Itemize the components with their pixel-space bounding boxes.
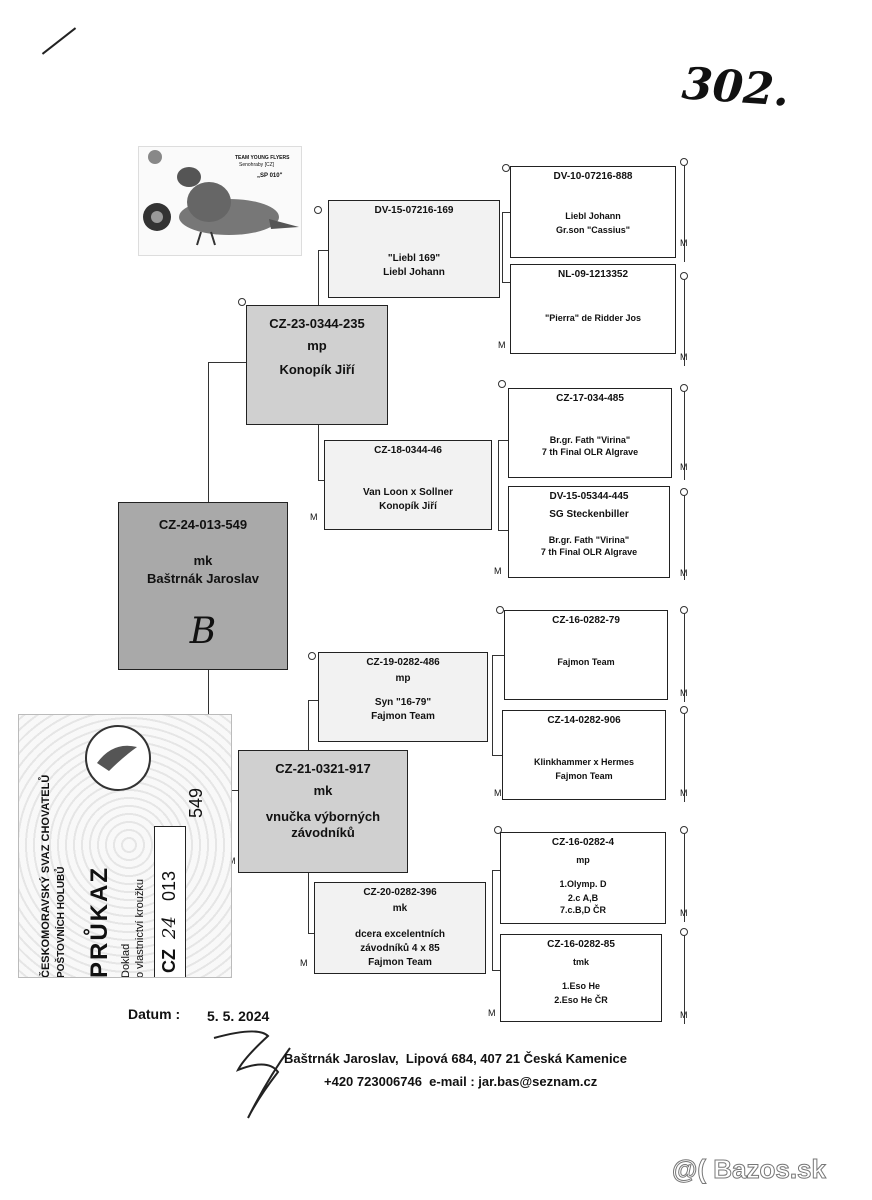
sss-line2: Gr.son "Cassius" bbox=[555, 225, 631, 235]
team-code: „SP 010" bbox=[257, 173, 283, 179]
dsd-line1: Klinkhammer x Hermes bbox=[533, 757, 635, 767]
sdd-line1: Br.gr. Fath "Virina" bbox=[548, 535, 630, 545]
dam-line1: vnučka výborných bbox=[265, 809, 381, 824]
ds-line1: Syn "16-79" bbox=[374, 697, 432, 708]
dds-line3: 7.c.B,D ČR bbox=[559, 905, 606, 915]
dam-ring: CZ-21-0321-917 bbox=[275, 761, 371, 776]
ddd-line0: tmk bbox=[572, 957, 589, 967]
sd-ring: CZ-18-0344-46 bbox=[374, 445, 442, 456]
ssd-box: NL-09-1213352 "Pierra" de Ridder Jos bbox=[510, 264, 676, 354]
dd-line3: Fajmon Team bbox=[368, 957, 432, 968]
sire-box: CZ-23-0344-235 mp Konopík Jiří bbox=[246, 305, 388, 425]
card-org1: ČESKOMORAVSKÝ SVAZ CHOVATELŮ bbox=[40, 774, 52, 978]
dds-line2: 2.c A,B bbox=[567, 893, 599, 903]
subject-owner: Baštrnák Jaroslav bbox=[146, 571, 259, 586]
sss-ring: DV-10-07216-888 bbox=[553, 171, 633, 182]
card-sub1: Doklad bbox=[120, 943, 132, 978]
dds-ring: CZ-16-0282-4 bbox=[551, 837, 615, 848]
sss-box: DV-10-07216-888 Liebl Johann Gr.son "Cas… bbox=[510, 166, 676, 258]
dd-ring: CZ-20-0282-396 bbox=[363, 887, 437, 898]
sd-line1: Van Loon x Sollner bbox=[362, 487, 453, 498]
subject-mark: B bbox=[189, 611, 217, 652]
ddd-box: CZ-16-0282-85 tmk 1.Eso He 2.Eso He ČR bbox=[500, 934, 662, 1022]
pigeon-icon bbox=[143, 150, 299, 246]
sire-ring: CZ-23-0344-235 bbox=[269, 316, 365, 331]
card-cz: CZ bbox=[159, 949, 179, 973]
contact-line: +420 723006746 e-mail : jar.bas@seznam.c… bbox=[324, 1074, 598, 1089]
card-emblem-icon bbox=[85, 725, 151, 791]
date-value: 5. 5. 2024 bbox=[207, 1008, 270, 1024]
dam-sire-box: CZ-19-0282-486 mp Syn "16-79" Fajmon Tea… bbox=[318, 652, 488, 742]
dam-sex: mk bbox=[313, 783, 333, 798]
card-title: PRŮKAZ bbox=[86, 866, 113, 978]
dd-line2: závodníků 4 x 85 bbox=[360, 943, 440, 954]
subject-box: CZ-24-013-549 mk Baštrnák Jaroslav B bbox=[118, 502, 288, 670]
ssd-ring: NL-09-1213352 bbox=[557, 269, 629, 280]
card-year: 24 bbox=[159, 916, 180, 939]
team-name: TEAM YOUNG FLYERS bbox=[235, 155, 290, 161]
sd-line2: Konopík Jiří bbox=[379, 501, 437, 512]
date-label: Datum : bbox=[128, 1006, 181, 1022]
sdd-box: DV-15-05344-445 SG Steckenbiller Br.gr. … bbox=[508, 486, 670, 578]
ddd-line1: 1.Eso He bbox=[561, 981, 601, 991]
watermark: @( Bazos.sk bbox=[672, 1154, 827, 1185]
subject-sex: mk bbox=[193, 553, 213, 568]
dsd-ring: CZ-14-0282-906 bbox=[547, 715, 621, 726]
team-place: Senohraby [CZ] bbox=[239, 162, 275, 168]
signature bbox=[213, 1030, 291, 1119]
ss-line2: Liebl Johann bbox=[383, 267, 445, 278]
sds-ring: CZ-17-034-485 bbox=[556, 393, 624, 404]
card-num1: 013 bbox=[159, 870, 179, 901]
card-org2: POŠTOVNÍCH HOLUBŮ bbox=[56, 866, 67, 978]
dam-dam-box: CZ-20-0282-396 mk dcera excelentních záv… bbox=[314, 882, 486, 974]
dds-box: CZ-16-0282-4 mp 1.Olymp. D 2.c A,B 7.c.B… bbox=[500, 832, 666, 924]
dss-box: CZ-16-0282-79 Fajmon Team bbox=[504, 610, 668, 700]
ds-ring: CZ-19-0282-486 bbox=[366, 657, 440, 668]
dam-line2: závodníků bbox=[291, 825, 355, 840]
sds-box: CZ-17-034-485 Br.gr. Fath "Virina" 7 th … bbox=[508, 388, 672, 478]
sire-sex: mp bbox=[307, 338, 327, 353]
card-ring-field: CZ 24 013 bbox=[154, 826, 186, 977]
subject-ring: CZ-24-013-549 bbox=[158, 517, 248, 532]
dds-line0: mp bbox=[576, 855, 590, 865]
card-rotated-content: ČESKOMORAVSKÝ SVAZ CHOVATELŮ POŠTOVNÍCH … bbox=[36, 716, 212, 978]
dsd-box: CZ-14-0282-906 Klinkhammer x Hermes Fajm… bbox=[502, 710, 666, 800]
dd-line1: dcera excelentních bbox=[354, 929, 446, 940]
ddd-line2: 2.Eso He ČR bbox=[554, 995, 608, 1005]
ddd-ring: CZ-16-0282-85 bbox=[547, 939, 615, 950]
ds-line2: Fajmon Team bbox=[371, 711, 435, 722]
sds-line1: Br.gr. Fath "Virina" bbox=[549, 435, 631, 445]
dsd-line2: Fajmon Team bbox=[555, 771, 613, 781]
ring-ownership-card: ČESKOMORAVSKÝ SVAZ CHOVATELŮ POŠTOVNÍCH … bbox=[18, 714, 232, 978]
ss-line1: "Liebl 169" bbox=[387, 253, 441, 264]
page-number: 302. bbox=[680, 58, 791, 117]
pen-stroke bbox=[41, 27, 77, 55]
address-line: Baštrnák Jaroslav, Lipová 684, 407 21 Če… bbox=[284, 1051, 628, 1066]
ssd-line1: "Pierra" de Ridder Jos bbox=[544, 313, 642, 323]
ds-line0: mp bbox=[395, 673, 411, 684]
dss-line1: Fajmon Team bbox=[557, 657, 615, 667]
dss-ring: CZ-16-0282-79 bbox=[552, 615, 620, 626]
dam-box: CZ-21-0321-917 mk vnučka výborných závod… bbox=[238, 750, 408, 873]
team-logo: TEAM YOUNG FLYERS Senohraby [CZ] „SP 010… bbox=[138, 146, 302, 256]
sdd-line0: SG Steckenbiller bbox=[549, 509, 629, 520]
sss-line1: Liebl Johann bbox=[565, 211, 621, 221]
sire-owner: Konopík Jiří bbox=[279, 362, 355, 377]
sdd-ring: DV-15-05344-445 bbox=[549, 491, 629, 502]
sds-line2: 7 th Final OLR Algrave bbox=[541, 447, 639, 457]
card-sub2: o vlastnictví kroužku bbox=[134, 878, 146, 978]
ss-ring: DV-15-07216-169 bbox=[374, 205, 454, 216]
sdd-line2: 7 th Final OLR Algrave bbox=[540, 547, 638, 557]
card-num2: 549 bbox=[186, 787, 206, 818]
dds-line1: 1.Olymp. D bbox=[559, 879, 607, 889]
dd-line0: mk bbox=[392, 903, 408, 914]
sire-sire-box: DV-15-07216-169 "Liebl 169" Liebl Johann bbox=[328, 200, 500, 298]
sire-dam-box: CZ-18-0344-46 Van Loon x Sollner Konopík… bbox=[324, 440, 492, 530]
